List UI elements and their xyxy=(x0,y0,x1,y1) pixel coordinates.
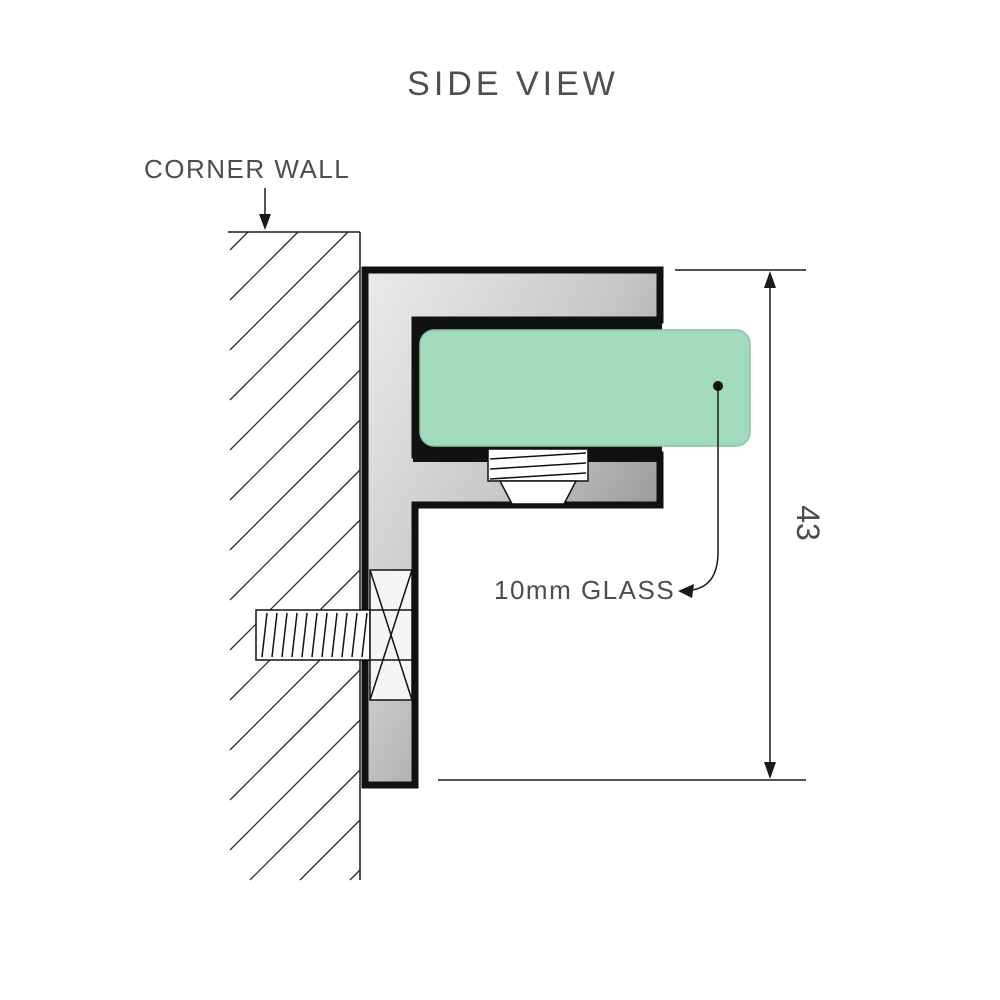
hatch-line xyxy=(229,231,299,301)
corner-wall-label: CORNER WALL xyxy=(144,154,350,184)
set-screw-thread-line xyxy=(489,462,587,470)
hatch-line xyxy=(229,469,361,601)
corner-wall-arrowhead-icon xyxy=(259,214,271,230)
set-screw-thread-line xyxy=(489,452,587,460)
glass-leader-arrowhead-icon xyxy=(678,584,694,598)
glass-panel xyxy=(419,329,751,447)
hatch-line xyxy=(229,319,361,451)
hatch-line xyxy=(229,719,361,851)
wall-hatching xyxy=(229,231,361,881)
set-screw-thread-line xyxy=(489,472,587,480)
glass-leader-line xyxy=(691,390,719,591)
glass-leader-dot xyxy=(713,381,723,391)
mounting-screw-threads xyxy=(261,612,368,658)
hatch-line xyxy=(229,519,361,651)
hatch-line xyxy=(229,231,249,251)
set-screw-tip xyxy=(498,480,578,505)
set-screw xyxy=(487,448,589,505)
dimension-arrowhead-bottom-icon xyxy=(764,762,776,779)
hatch-line xyxy=(299,819,361,881)
hatch-line xyxy=(349,869,361,881)
glass-label: 10mm GLASS xyxy=(494,575,675,605)
hatch-line xyxy=(229,369,361,501)
dimension-43: 43 xyxy=(438,269,826,781)
hatch-line xyxy=(229,269,361,401)
hatch-line xyxy=(249,769,361,881)
hatch-line xyxy=(229,669,361,801)
hatch-line xyxy=(229,419,361,551)
dimension-arrowhead-top-icon xyxy=(764,271,776,288)
hatch-line xyxy=(229,231,349,351)
mounting-screw-head-line xyxy=(369,569,413,701)
dimension-value: 43 xyxy=(790,505,826,541)
page-title: SIDE VIEW xyxy=(407,65,619,103)
mounting-screw xyxy=(255,569,413,701)
